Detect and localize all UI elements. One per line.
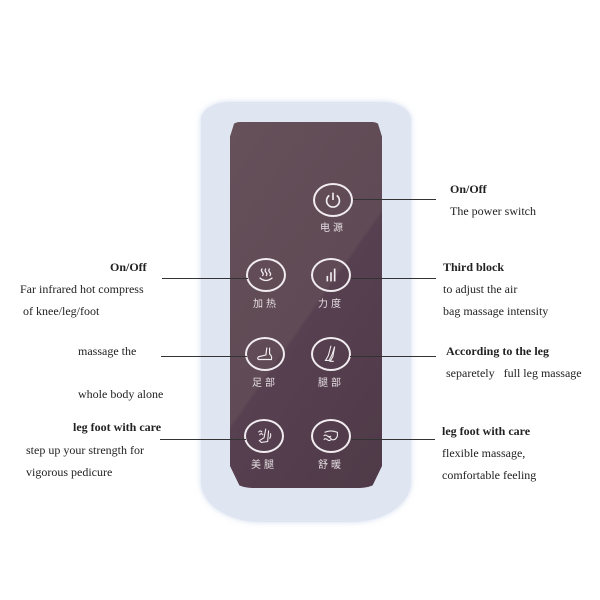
heat-button[interactable] [246,258,286,292]
leader-line-intensity [351,278,436,279]
annotation-title: leg foot with care [73,420,162,434]
leg-button[interactable] [311,337,351,371]
annotation-text: vigorous pedicure [26,465,113,479]
annotation-text: The power switch [450,204,536,218]
annotation-title: On/Off [110,260,147,274]
comfort-warm-label: 舒暖 [318,460,344,471]
intensity-label: 力度 [318,299,344,310]
annotation-text: to adjust the air [443,282,518,296]
leader-line-heat [162,278,248,279]
annotation-power: On/Off The power switch [450,178,536,222]
annotation-heat-title: On/Off [110,256,147,278]
annotation-foot-line2: whole body alone [78,383,163,405]
leader-line-comfort-warm [351,439,435,440]
legs-icon [324,345,336,362]
leader-line-leg [350,356,436,357]
annotation-title: On/Off [450,182,487,196]
leg-label: 腿部 [318,378,344,389]
annotation-title: Third block [443,260,505,274]
annotation-beauty-leg: step up your strength for vigorous pedic… [26,439,144,483]
foot-button[interactable] [245,337,285,371]
annotation-text: bag massage intensity [443,304,549,318]
leader-line-beauty-leg [160,439,246,440]
comfort-warm-button[interactable] [311,419,351,453]
annotation-text: separetely full leg massage [446,366,582,380]
intensity-button[interactable] [311,258,351,292]
annotation-heat: Far infrared hot compress of knee/leg/fo… [20,278,144,322]
leg-massage-icon [258,428,272,444]
heat-label: 加热 [253,299,279,310]
annotation-text: of knee/leg/foot [23,304,100,318]
foot-icon [257,347,273,361]
leader-line-power [353,199,436,200]
signal-bars-icon [326,268,336,282]
foot-warm-icon [323,430,338,442]
annotation-foot-line1: massage the [78,340,136,362]
annotation-text: step up your strength for [26,443,144,457]
annotation-text: whole body alone [78,387,164,401]
annotation-text: comfortable feeling [442,468,537,482]
power-label: 电源 [320,223,346,234]
annotation-leg: According to the leg separetely full leg… [446,340,582,384]
annotation-text: Far infrared hot compress [20,282,144,296]
foot-label: 足部 [252,378,278,389]
annotation-text: flexible massage, [442,446,526,460]
heat-waves-icon [259,268,273,282]
annotation-title: According to the leg [446,344,549,358]
annotation-title: leg foot with care [442,424,531,438]
beauty-leg-button[interactable] [244,419,284,453]
leader-line-foot [161,356,247,357]
annotation-intensity: Third block to adjust the air bag massag… [443,256,548,322]
beauty-leg-label: 美腿 [251,460,277,471]
annotation-comfort-warm: leg foot with care flexible massage, com… [442,420,536,486]
power-icon [325,192,341,208]
annotation-text: massage the [78,344,137,358]
annotation-beauty-leg-title: leg foot with care [73,416,161,438]
power-button[interactable] [313,183,353,217]
